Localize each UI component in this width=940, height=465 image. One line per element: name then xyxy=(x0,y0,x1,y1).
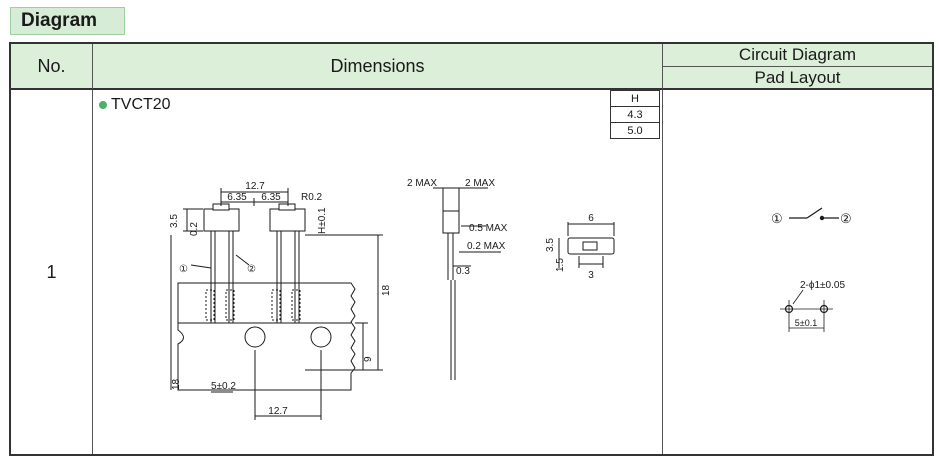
dim-0-2-max: 0.2 MAX xyxy=(467,241,506,252)
pad-pitch-label: 5±0.1 xyxy=(795,318,817,328)
section-title: Diagram xyxy=(10,7,125,35)
diagram-table: No. Dimensions Circuit Diagram Pad Layou… xyxy=(9,42,934,456)
row-number: 1 xyxy=(11,90,93,454)
model-name: TVCT20 xyxy=(111,96,171,113)
height-value: 5.0 xyxy=(610,122,660,139)
dim-3-5-side: 3.5 xyxy=(545,238,556,252)
switch-body-1 xyxy=(203,208,240,232)
dim-18-left: 18 xyxy=(171,378,182,390)
dim-r0-2: R0.2 xyxy=(301,192,323,203)
dim-12-7-top: 12.7 xyxy=(245,181,265,192)
header-pad-layout: Pad Layout xyxy=(663,67,932,90)
dim-3: 3 xyxy=(588,270,594,281)
height-table-header: H xyxy=(610,90,660,107)
header-circuit-diagram: Circuit Diagram xyxy=(663,44,932,67)
dimensions-cell: TVCT20 H 4.3 5.0 xyxy=(93,90,663,454)
dim-5-pitch: 5±0.2 xyxy=(211,381,236,392)
dim-6-35-a: 6.35 xyxy=(227,192,247,203)
side-view-body xyxy=(442,210,460,234)
circuit-pad-cell: ① ② 2-ϕ1±0.05 5±0.1 xyxy=(663,90,932,454)
pad-holes-label: 2-ϕ1±0.05 xyxy=(800,280,845,291)
dim-6-35-b: 6.35 xyxy=(261,192,281,203)
carrier-tape-outline xyxy=(177,282,356,391)
height-table: H 4.3 5.0 xyxy=(610,90,660,139)
dim-3-5: 3.5 xyxy=(169,214,180,228)
sprocket-hole xyxy=(244,326,266,348)
dim-h-tol: H±0.1 xyxy=(317,207,328,234)
dim-0-5-max: 0.5 MAX xyxy=(469,223,508,234)
dim-9: 9 xyxy=(363,356,374,362)
dimension-drawing: 12.7 6.35 6.35 R0.2 3.5 0.2 H±0.1 ① ② 18… xyxy=(169,178,615,420)
header-no: No. xyxy=(11,44,93,90)
switch-body-2 xyxy=(269,208,306,232)
dim-2-max-a: 2 MAX xyxy=(407,178,437,189)
dim-2-max-b: 2 MAX xyxy=(465,178,495,189)
header-dimensions: Dimensions xyxy=(93,44,663,90)
circuit-node-2: ② xyxy=(840,211,852,226)
dim-18-right: 18 xyxy=(381,284,392,296)
circuit-and-pad-drawing: ① ② 2-ϕ1±0.05 5±0.1 xyxy=(771,207,852,332)
circuit-node-1: ① xyxy=(771,211,783,226)
dim-0-2: 0.2 xyxy=(189,222,200,236)
dim-12-7-bottom: 12.7 xyxy=(268,406,288,417)
pin-2-label: ② xyxy=(247,264,256,275)
dim-6: 6 xyxy=(588,213,594,224)
bullet-icon xyxy=(99,101,107,109)
model-label: TVCT20 xyxy=(99,96,171,114)
dim-1-5: 1.5 xyxy=(555,258,566,272)
pin-1-label: ① xyxy=(179,264,188,275)
sprocket-hole xyxy=(310,326,332,348)
dim-0-3: 0.3 xyxy=(456,266,470,277)
